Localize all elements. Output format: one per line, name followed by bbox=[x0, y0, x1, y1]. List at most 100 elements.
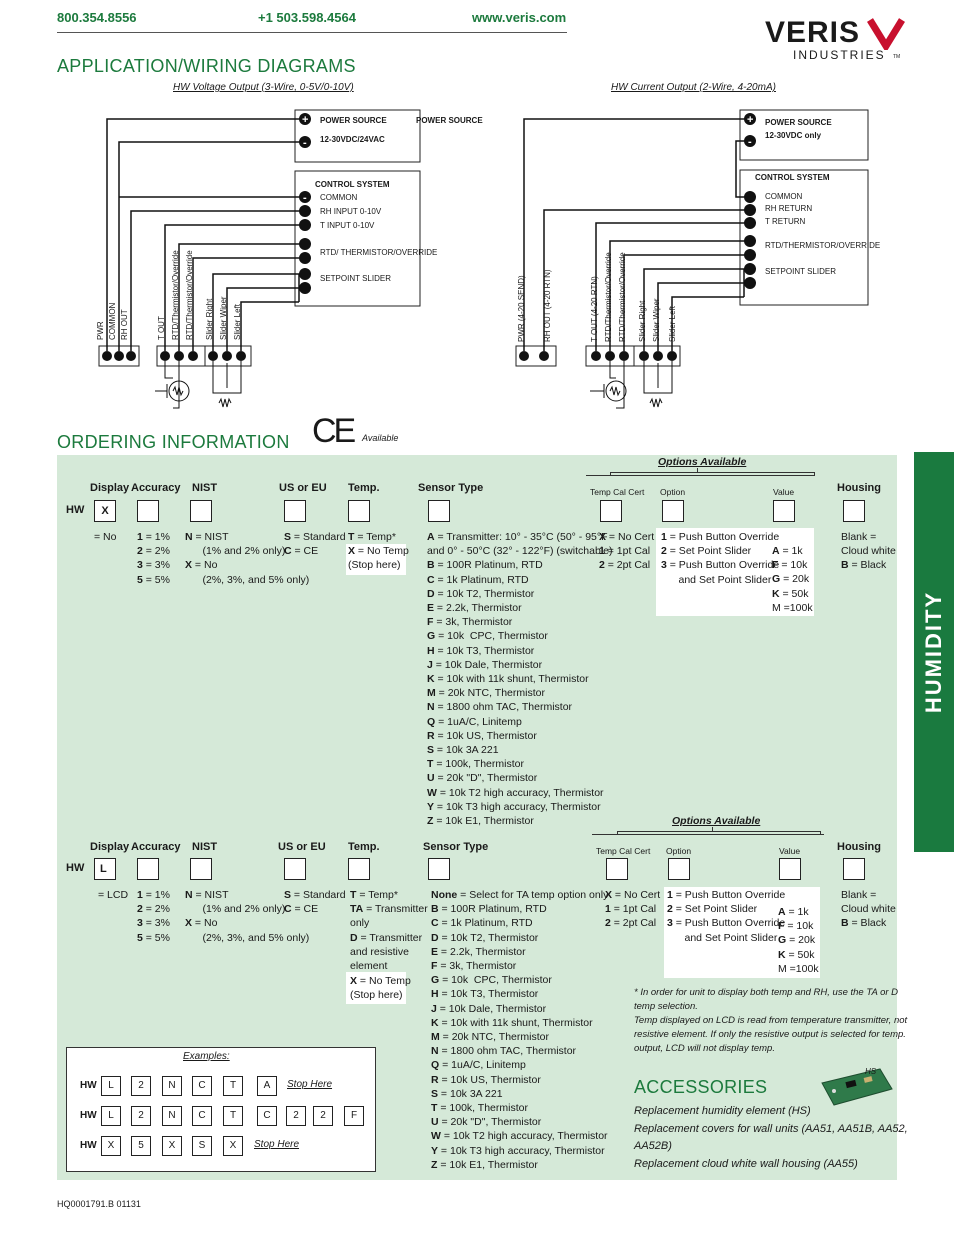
accessory-item: Replacement covers for wall units (AA51,… bbox=[634, 1123, 908, 1135]
hdr-sensor-2: Sensor Type bbox=[423, 841, 489, 853]
right-ctrl-rtd: RTD/THERMISTOR/OVERRIDE bbox=[765, 241, 881, 250]
example-box: 2 bbox=[313, 1106, 333, 1126]
hdr-accuracy: Accuracy bbox=[131, 482, 181, 494]
accessory-item: AA52B) bbox=[634, 1140, 672, 1152]
row2-sensor-opts: None = Select for TA temp option only B … bbox=[431, 889, 609, 1171]
row2-temp-stop: X = No Temp (Stop here) bbox=[350, 975, 411, 1002]
svg-text:-: - bbox=[303, 192, 307, 204]
hdr-temp-2: Temp. bbox=[348, 841, 380, 853]
hdr-sensor: Sensor Type bbox=[418, 482, 484, 494]
row1-accuracy-box[interactable] bbox=[137, 500, 159, 522]
row1-option-box[interactable] bbox=[662, 500, 684, 522]
term-label: RTD/Thermistor/Override bbox=[604, 252, 613, 342]
hdr-value: Value bbox=[773, 487, 795, 497]
row1-housing-box[interactable] bbox=[843, 500, 865, 522]
term-label: PWR bbox=[96, 321, 105, 340]
row1-temp-box[interactable] bbox=[348, 500, 370, 522]
row1-accuracy-opts: 1 = 1% 2 = 2% 3 = 3% 5 = 5% bbox=[137, 531, 170, 586]
example-box: C bbox=[192, 1076, 212, 1096]
term-label: Slider Left bbox=[668, 305, 677, 342]
hdr-temp: Temp. bbox=[348, 482, 380, 494]
row1-nist-box[interactable] bbox=[190, 500, 212, 522]
ce-mark-icon: CE bbox=[312, 412, 356, 450]
svg-text:+: + bbox=[302, 114, 308, 126]
wiring-title: APPLICATION/WIRING DIAGRAMS bbox=[57, 56, 356, 76]
right-ctrl-slider: SETPOINT SLIDER bbox=[765, 267, 836, 276]
example-box: X bbox=[162, 1136, 182, 1156]
row2-option-box[interactable] bbox=[668, 858, 690, 880]
hdr-value-2: Value bbox=[779, 846, 801, 856]
veris-v-icon bbox=[867, 18, 906, 50]
example-box: A bbox=[257, 1076, 277, 1096]
row1-value-box[interactable] bbox=[773, 500, 795, 522]
svg-text:-: - bbox=[303, 137, 307, 149]
row2-useu-box[interactable] bbox=[284, 858, 306, 880]
row2-value-box[interactable] bbox=[779, 858, 801, 880]
row2-housing-box[interactable] bbox=[843, 858, 865, 880]
hdr-option: Option bbox=[660, 487, 686, 497]
example-prefix: HW bbox=[80, 1110, 97, 1121]
row2-value-opts: A = 1k F = 10k G = 20k K = 50k M =100k bbox=[778, 906, 819, 975]
row2-temp-box[interactable] bbox=[348, 858, 370, 880]
accessories-title: ACCESSORIES bbox=[634, 1077, 768, 1097]
doc-code: HQ0001791.B 01131 bbox=[57, 1199, 141, 1209]
term-label: Slider Right bbox=[638, 300, 647, 342]
row1-sensor-box[interactable] bbox=[428, 500, 450, 522]
left-ctrl-common: COMMON bbox=[320, 193, 358, 202]
row2-option-opts: 1 = Push Button Override 2 = Set Point S… bbox=[667, 889, 786, 944]
row1-sensor-opts: A = Transmitter: 10° - 35°C (50° - 95°F … bbox=[427, 531, 613, 828]
row2-tempcal-box[interactable] bbox=[606, 858, 628, 880]
example-stop-note: Stop Here bbox=[254, 1139, 300, 1150]
left-power-value: 12-30VDC/24VAC bbox=[320, 135, 385, 144]
term-label: T OUT (4-20 RTN) bbox=[590, 276, 599, 342]
row1-temp-opts: T = Temp* X = No Temp (Stop here) bbox=[348, 531, 409, 572]
row2-sensor-box[interactable] bbox=[428, 858, 450, 880]
footnote: * In order for unit to display both temp… bbox=[634, 987, 908, 1054]
row2-accuracy-opts: 1 = 1% 2 = 2% 3 = 3% 5 = 5% bbox=[137, 889, 170, 944]
row1-display-box[interactable]: X bbox=[94, 500, 116, 522]
right-power-title: POWER SOURCE bbox=[765, 118, 832, 127]
row2-useu-opts: S = Standard C = CE bbox=[284, 889, 346, 916]
term-label: Slider Wiper bbox=[652, 298, 661, 342]
row1-value-opts: A = 1k F = 10k G = 20k K = 50k M =100k bbox=[772, 545, 813, 614]
term-label: T OUT bbox=[157, 316, 166, 340]
hdr-display: Display bbox=[90, 482, 130, 494]
right-ctrl-t: T RETURN bbox=[765, 217, 806, 226]
row1-tempcal-box[interactable] bbox=[600, 500, 622, 522]
hdr-option-2: Option bbox=[666, 846, 692, 856]
example-box: L bbox=[101, 1106, 121, 1126]
options-available-1: Options Available bbox=[658, 456, 747, 468]
term-label: Slider Left bbox=[233, 303, 242, 340]
row2-display-box[interactable]: L bbox=[94, 858, 116, 880]
left-ctrl-rh: RH INPUT 0-10V bbox=[320, 207, 382, 216]
example-box: X bbox=[101, 1136, 121, 1156]
svg-text:+: + bbox=[747, 114, 753, 126]
hdr-tempcal: Temp Cal Cert bbox=[590, 487, 645, 497]
example-box: T bbox=[223, 1106, 243, 1126]
example-stop-note: Stop Here bbox=[287, 1079, 333, 1090]
hdr-housing-2: Housing bbox=[837, 841, 881, 853]
left-ctrl-rtd: RTD/ THERMISTOR/OVERRIDE bbox=[320, 248, 438, 257]
row2-accuracy-box[interactable] bbox=[137, 858, 159, 880]
example-box: 5 bbox=[131, 1136, 151, 1156]
row2-nist-box[interactable] bbox=[190, 858, 212, 880]
right-ctrl-common: COMMON bbox=[765, 192, 803, 201]
hdr-nist: NIST bbox=[192, 482, 218, 494]
examples-title: Examples: bbox=[183, 1051, 230, 1062]
left-caption: HW Voltage Output (3-Wire, 0-5V/0-10V) bbox=[173, 82, 354, 93]
row2-prefix: HW bbox=[66, 862, 85, 874]
right-ctrl-rh: RH RETURN bbox=[765, 204, 813, 213]
website[interactable]: www.veris.com bbox=[472, 10, 567, 25]
current-wiring-diagram: + - bbox=[515, 109, 869, 409]
term-label: RTD/Thermistor/Override bbox=[618, 252, 627, 342]
svg-text:-: - bbox=[748, 136, 752, 148]
example-prefix: HW bbox=[80, 1140, 97, 1151]
right-power-value: 12-30VDC only bbox=[765, 131, 822, 140]
options-available-2: Options Available bbox=[672, 815, 761, 827]
left-ctrl-t: T INPUT 0-10V bbox=[320, 221, 375, 230]
row1-nist-opts: N = NIST (1% and 2% only) X = No (2%, 3%… bbox=[185, 531, 310, 586]
row1-useu-box[interactable] bbox=[284, 500, 306, 522]
term-label: PWR (4-20 SEND) bbox=[517, 275, 526, 342]
row2-tempcal-opts: X = No Cert 1 = 1pt Cal 2 = 2pt Cal bbox=[605, 889, 661, 930]
example-box: T bbox=[223, 1076, 243, 1096]
